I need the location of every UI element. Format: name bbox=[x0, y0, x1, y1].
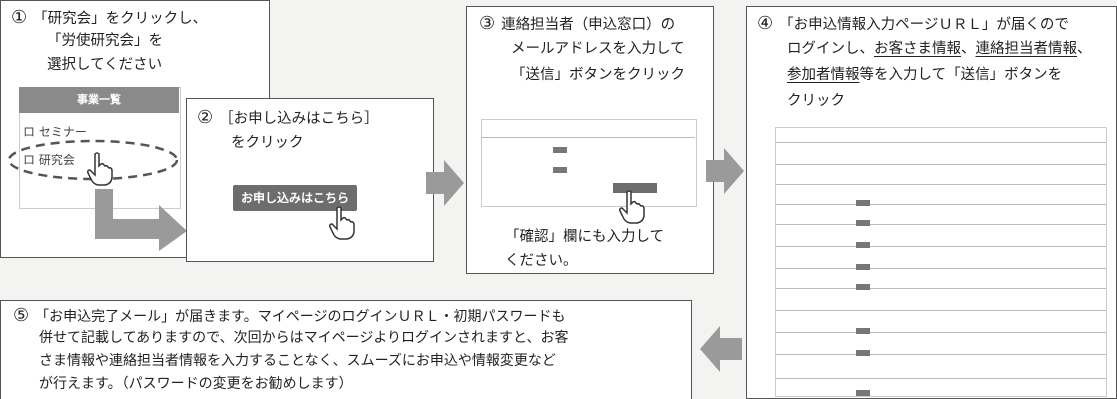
step4-panel: ④「お申込情報入力ページＵＲＬ」が届くので ログインし、お客さま情報、連絡担当者… bbox=[746, 6, 1117, 399]
step1-text-line3: 選択してください bbox=[47, 57, 163, 73]
step5-text-line4: が行えます。（パスワードの変更をお勧めします） bbox=[39, 376, 353, 392]
step3-text-line2: メールアドレスを入力して bbox=[511, 41, 685, 57]
step3-note-line2: ください。 bbox=[505, 253, 578, 269]
form-field[interactable] bbox=[856, 390, 870, 396]
step4-text-line2: ログインし、お客さま情報、連絡担当者情報、 bbox=[787, 41, 1092, 57]
step5-text-line3: さま情報や連絡担当者情報を入力することなく、スムーズにお申込や情報変更など bbox=[39, 353, 556, 369]
form-field[interactable] bbox=[856, 220, 870, 226]
form-field[interactable] bbox=[856, 264, 870, 270]
send-button[interactable] bbox=[613, 183, 657, 193]
menu-item-seminar[interactable]: ロ セミナー bbox=[23, 125, 87, 139]
event-menu-header: 事業一覧 bbox=[19, 87, 179, 113]
step5-panel: ⑤「お申込完了メール」が届きます。マイページのログインＵＲＬ・初期パスワードも … bbox=[0, 300, 692, 399]
registration-form-mini bbox=[775, 127, 1107, 397]
arrow-right-icon bbox=[706, 148, 744, 194]
email-field[interactable] bbox=[553, 147, 567, 153]
arrow-left-icon bbox=[700, 326, 742, 372]
dashed-highlight-ellipse bbox=[7, 139, 179, 181]
form-field[interactable] bbox=[856, 328, 870, 334]
step3-text-line3: 「送信」ボタンをクリック bbox=[511, 67, 685, 83]
apply-button[interactable]: お申し込みはこちら bbox=[233, 185, 357, 211]
form-field[interactable] bbox=[856, 284, 870, 290]
step4-text-line4: クリック bbox=[787, 93, 845, 109]
step2-text-line1: ②［お申し込みはこちら］ bbox=[197, 107, 379, 128]
menu-item-kenkyukai[interactable]: ロ 研究会 bbox=[23, 153, 75, 167]
step3-note-line1: 「確認」欄にも入力して bbox=[505, 229, 665, 245]
form-field[interactable] bbox=[856, 242, 870, 248]
step4-text-line1: ④「お申込情報入力ページＵＲＬ」が届くので bbox=[757, 13, 1069, 34]
step2-text-line2: をクリック bbox=[231, 135, 304, 151]
arrow-right-icon bbox=[426, 160, 464, 206]
hand-cursor-icon bbox=[619, 190, 645, 224]
step1-text-line2: 「労使研究会」を bbox=[47, 33, 163, 49]
step2-panel: ②［お申し込みはこちら］ をクリック お申し込みはこちら bbox=[186, 98, 434, 262]
arrow-right-icon bbox=[95, 189, 187, 251]
email-confirm-field[interactable] bbox=[553, 167, 567, 173]
hand-cursor-icon bbox=[87, 152, 113, 186]
step4-text-line3: 参加者情報等を入力して「送信」ボタンを bbox=[787, 67, 1063, 83]
form-field[interactable] bbox=[856, 200, 870, 206]
email-form-mini bbox=[481, 119, 697, 207]
form-field[interactable] bbox=[856, 350, 870, 356]
step5-text-line2: 併せて記載してありますので、次回からはマイページよりログインされますと、お客 bbox=[39, 330, 569, 346]
hand-cursor-icon bbox=[329, 206, 355, 240]
step5-text-line1: ⑤「お申込完了メール」が届きます。マイページのログインＵＲＬ・初期パスワードも bbox=[13, 305, 566, 326]
step1-text-line1: ①「研究会」をクリックし、 bbox=[11, 7, 208, 28]
